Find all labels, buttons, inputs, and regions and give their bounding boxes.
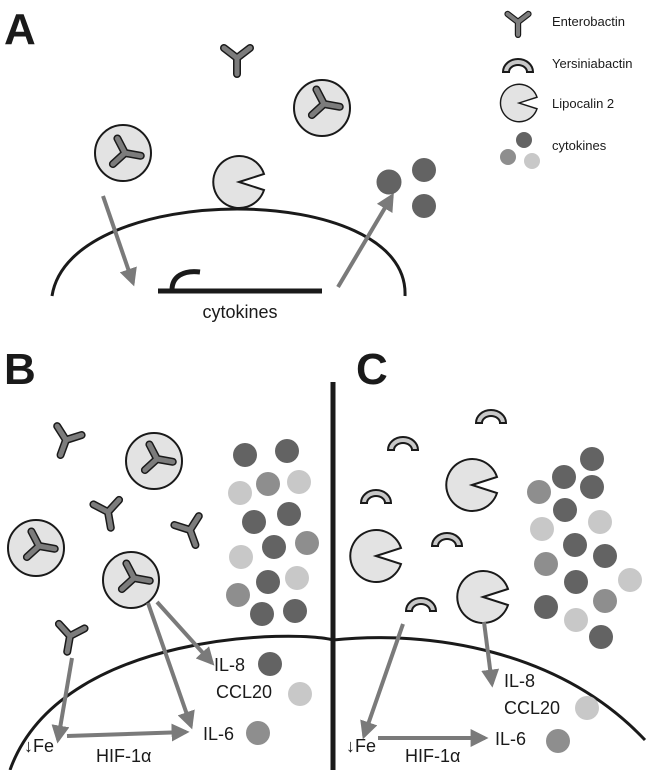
lipocalin-enterobactin-complex xyxy=(293,79,351,137)
il6-label-b: IL-6 xyxy=(203,724,234,744)
lipocalin-icon xyxy=(349,529,402,583)
yersiniabactin-icon xyxy=(431,532,463,547)
cell-membrane-c xyxy=(332,636,647,742)
il8-arrow-b xyxy=(155,600,215,666)
yersiniabactin-icon xyxy=(405,597,437,612)
lipocalin-icon xyxy=(212,155,265,209)
enterobactin-icon xyxy=(93,500,123,530)
cell-membrane-b xyxy=(8,634,334,770)
cytokine-dot xyxy=(412,194,436,218)
yersiniabactin-icon xyxy=(387,436,419,451)
panel-letter-c: C xyxy=(356,345,388,394)
legend-cytokine-dark xyxy=(516,132,532,148)
secretion-arrow xyxy=(336,192,394,289)
legend-cytokine-medium xyxy=(500,149,516,165)
il8-cytokine-dot xyxy=(258,652,282,676)
lipocalin-enterobactin-complex xyxy=(102,551,160,609)
ccl20-label-c: CCL20 xyxy=(504,698,560,718)
fe-label-b: ↓Fe xyxy=(24,736,54,756)
yersiniabactin-icon xyxy=(360,489,392,504)
iron-arrow-b xyxy=(51,657,74,744)
lipocalin-icon xyxy=(445,458,498,512)
uptake-arrow xyxy=(101,195,137,287)
lipocalin-icon xyxy=(456,570,509,624)
legend-cytokines-label: cytokines xyxy=(552,138,607,153)
panel-letter-b: B xyxy=(4,345,36,394)
cytokine-dot xyxy=(412,158,436,182)
panel-letter-a: A xyxy=(4,5,36,54)
il8-arrow-c xyxy=(481,621,500,688)
il6-arrow-b xyxy=(146,602,195,730)
cytokine-cluster-b xyxy=(226,439,319,626)
enterobactin-icon xyxy=(54,624,84,654)
lipocalin-enterobactin-complex xyxy=(7,519,65,577)
cytokine-cluster-c xyxy=(527,447,642,649)
iron-arrow-c xyxy=(360,623,405,740)
legend-yersiniabactin-icon xyxy=(502,58,534,73)
enterobactin-icon xyxy=(224,48,250,74)
bound-ligand-icon xyxy=(169,269,201,291)
legend-lipocalin-icon xyxy=(499,83,538,123)
il8-label-b: IL-8 xyxy=(214,655,245,675)
enterobactin-icon xyxy=(174,516,207,549)
fe-label-c: ↓Fe xyxy=(346,736,376,756)
ccl20-cytokine-dot xyxy=(575,696,599,720)
cytokine-dot xyxy=(376,169,402,195)
lipocalin-enterobactin-complex xyxy=(125,432,183,490)
enterobactin-icon xyxy=(48,426,81,459)
legend-enterobactin-icon xyxy=(508,14,529,35)
hif-arrow-b xyxy=(66,723,190,742)
legend-lipocalin-label: Lipocalin 2 xyxy=(552,96,614,111)
ccl20-cytokine-dot xyxy=(288,682,312,706)
il6-cytokine-dot xyxy=(246,721,270,745)
hif-label-c: HIF-1α xyxy=(405,746,460,766)
gene-label: cytokines xyxy=(202,302,277,322)
lipocalin-enterobactin-complex xyxy=(94,124,152,182)
legend-cytokine-light xyxy=(524,153,540,169)
il6-cytokine-dot xyxy=(546,729,570,753)
cell-membrane-a xyxy=(50,207,407,297)
hif-label-b: HIF-1α xyxy=(96,746,151,766)
il8-label-c: IL-8 xyxy=(504,671,535,691)
yersiniabactin-icon xyxy=(475,409,507,424)
ccl20-label-b: CCL20 xyxy=(216,682,272,702)
il6-label-c: IL-6 xyxy=(495,729,526,749)
legend-yersiniabactin-label: Yersiniabactin xyxy=(552,56,632,71)
legend-enterobactin-label: Enterobactin xyxy=(552,14,625,29)
